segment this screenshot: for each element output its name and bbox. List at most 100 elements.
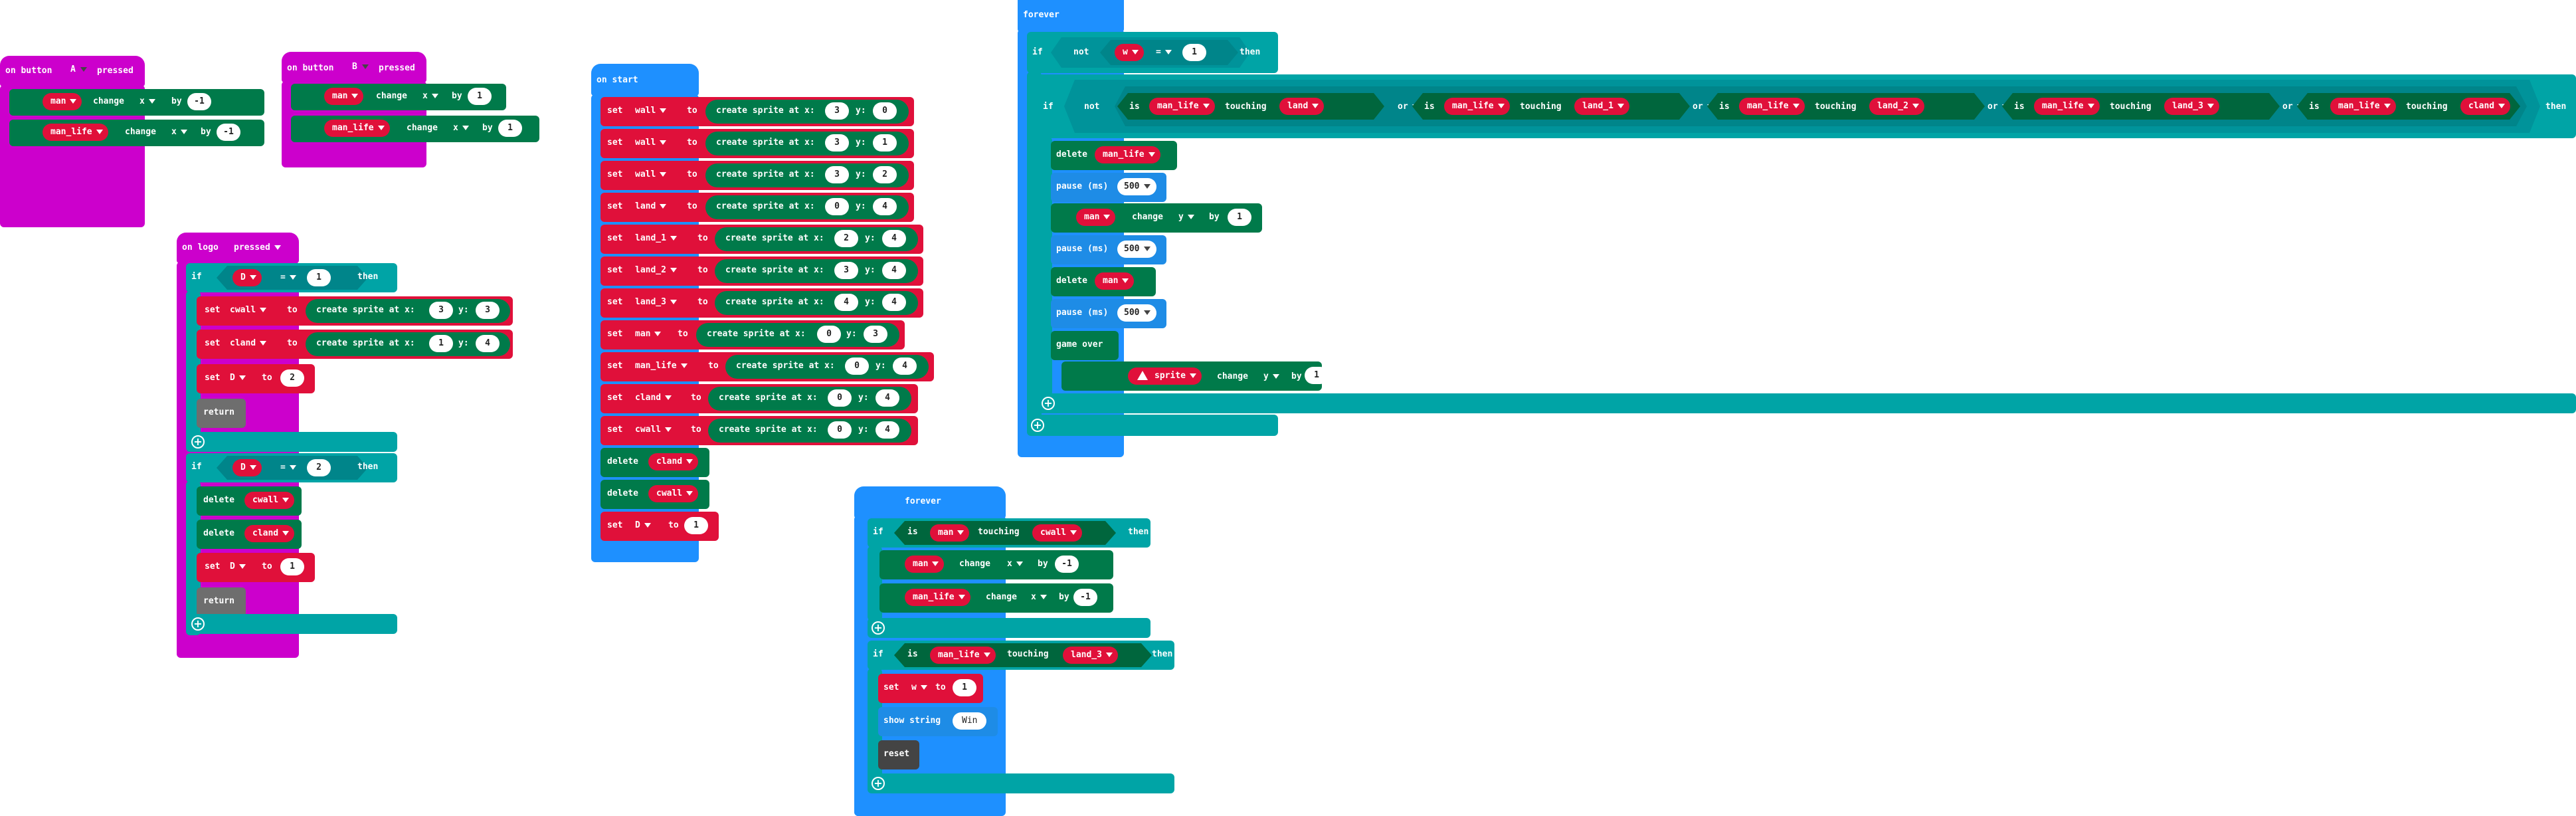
value-input[interactable]: -1 xyxy=(1073,589,1097,606)
reset-block[interactable] xyxy=(878,740,919,769)
x-input[interactable]: 0 xyxy=(828,421,852,439)
axis-dropdown[interactable]: y xyxy=(1178,210,1194,225)
operator-dropdown[interactable]: = xyxy=(280,460,296,475)
y-input[interactable]: 4 xyxy=(476,335,500,352)
button-dropdown[interactable]: A xyxy=(64,61,93,78)
add-icon[interactable]: + xyxy=(872,777,885,790)
variable-dropdown[interactable]: w xyxy=(1115,44,1144,61)
sprite-dropdown[interactable]: man_life xyxy=(905,589,970,606)
variable-dropdown[interactable]: D xyxy=(635,518,651,533)
value-input[interactable]: 1 xyxy=(684,517,708,534)
y-input[interactable]: 3 xyxy=(476,302,500,319)
event-hat[interactable] xyxy=(282,52,426,82)
game-over-block[interactable] xyxy=(1051,331,1119,360)
value-input[interactable]: -1 xyxy=(217,124,240,141)
x-input[interactable]: 3 xyxy=(825,102,849,120)
variable-dropdown[interactable]: land_1 xyxy=(635,231,677,246)
sprite-dropdown[interactable]: man xyxy=(1095,272,1135,290)
variable-dropdown[interactable]: cwall xyxy=(635,423,672,437)
x-input[interactable]: 2 xyxy=(834,230,858,247)
variable-dropdown[interactable]: wall xyxy=(635,167,666,182)
add-icon[interactable]: + xyxy=(191,435,205,449)
value-input[interactable]: 2 xyxy=(307,459,331,476)
axis-dropdown[interactable]: x xyxy=(453,121,469,136)
return-block[interactable] xyxy=(197,399,246,428)
axis-dropdown[interactable]: x xyxy=(171,125,187,140)
value-input[interactable]: 1 xyxy=(1182,44,1206,61)
y-input[interactable]: 4 xyxy=(882,230,906,247)
string-input[interactable]: Win xyxy=(953,712,987,730)
duration-dropdown[interactable]: 500 xyxy=(1117,241,1157,258)
y-input[interactable]: 4 xyxy=(882,262,906,279)
variable-dropdown[interactable]: man xyxy=(324,88,364,105)
variable-dropdown[interactable]: land xyxy=(635,199,666,214)
variable-dropdown[interactable]: land_2 xyxy=(635,263,677,278)
x-input[interactable]: 0 xyxy=(817,326,841,343)
value-input[interactable]: 1 xyxy=(468,88,492,105)
variable-dropdown[interactable]: cland xyxy=(635,391,672,405)
sprite-dropdown[interactable]: man_life xyxy=(2330,98,2396,115)
or-dropdown[interactable]: or xyxy=(1398,100,1419,114)
sprite-dropdown[interactable]: land_3 xyxy=(1063,647,1118,664)
variable-dropdown[interactable]: wall xyxy=(635,104,666,118)
value-input[interactable]: 2 xyxy=(280,369,304,387)
x-input[interactable]: 3 xyxy=(834,262,858,279)
y-input[interactable]: 3 xyxy=(864,326,887,343)
variable-dropdown[interactable]: D xyxy=(230,560,246,574)
duration-dropdown[interactable]: 500 xyxy=(1117,178,1157,195)
variable-dropdown[interactable]: man xyxy=(43,93,82,110)
variable-dropdown[interactable]: man_life xyxy=(324,120,390,137)
variable-dropdown[interactable]: cwall xyxy=(648,485,699,502)
value-input[interactable]: 1 xyxy=(307,269,331,286)
axis-dropdown[interactable]: x xyxy=(139,94,155,109)
variable-dropdown[interactable]: man_life xyxy=(43,124,108,141)
y-input[interactable]: 1 xyxy=(873,134,897,152)
x-input[interactable]: 0 xyxy=(845,357,869,375)
variable-dropdown[interactable]: cland xyxy=(244,525,295,542)
variable-dropdown[interactable]: D xyxy=(232,269,262,286)
or-dropdown[interactable]: or xyxy=(2282,100,2304,114)
value-input[interactable]: -1 xyxy=(1055,556,1079,573)
variable-dropdown[interactable]: D xyxy=(232,459,262,476)
sprite-dropdown[interactable]: land_1 xyxy=(1574,98,1629,115)
add-icon[interactable]: + xyxy=(1042,397,1055,410)
variable-dropdown[interactable]: cland xyxy=(648,453,699,470)
sprite-dropdown[interactable]: man_life xyxy=(1444,98,1510,115)
sprite-dropdown[interactable]: man_life xyxy=(930,647,996,664)
sprite-dropdown[interactable]: man xyxy=(905,556,945,573)
variable-dropdown[interactable]: man xyxy=(635,327,661,342)
operator-dropdown[interactable]: = xyxy=(1156,45,1172,60)
forever-hat[interactable] xyxy=(854,486,1006,518)
x-input[interactable]: 0 xyxy=(828,389,852,407)
add-icon[interactable]: + xyxy=(1031,419,1044,432)
axis-dropdown[interactable]: y xyxy=(1263,369,1279,384)
sprite-dropdown[interactable]: man_life xyxy=(1149,98,1215,115)
y-input[interactable]: 2 xyxy=(873,166,897,183)
value-input[interactable]: 1 xyxy=(498,120,522,137)
sprite-dropdown[interactable]: man xyxy=(930,524,970,542)
or-dropdown[interactable]: or xyxy=(1693,100,1714,114)
x-input[interactable]: 3 xyxy=(825,134,849,152)
y-input[interactable]: 4 xyxy=(875,389,899,407)
sprite-dropdown[interactable]: land_2 xyxy=(1869,98,1924,115)
value-input[interactable]: 1 xyxy=(280,558,304,575)
variable-dropdown[interactable]: cwall xyxy=(244,492,295,509)
sprite-dropdown[interactable]: man xyxy=(1076,209,1116,226)
sprite-dropdown[interactable]: cland xyxy=(2460,98,2511,115)
sprite-dropdown[interactable]: land_3 xyxy=(2164,98,2219,115)
value-input[interactable]: -1 xyxy=(187,93,211,110)
y-input[interactable]: 4 xyxy=(882,294,906,311)
forever-hat[interactable] xyxy=(1018,0,1124,32)
sprite-dropdown[interactable]: man_life xyxy=(1739,98,1805,115)
axis-dropdown[interactable]: x xyxy=(1007,557,1023,571)
x-input[interactable]: 4 xyxy=(834,294,858,311)
value-input[interactable]: 1 xyxy=(953,679,976,696)
duration-dropdown[interactable]: 500 xyxy=(1117,304,1157,322)
x-input[interactable]: 3 xyxy=(825,166,849,183)
value-input[interactable]: 1 xyxy=(1228,209,1251,226)
variable-dropdown[interactable]: cwall xyxy=(230,303,266,318)
y-input[interactable]: 4 xyxy=(893,357,917,375)
sprite-dropdown[interactable]: land xyxy=(1279,98,1325,115)
event-hat[interactable] xyxy=(0,56,145,86)
x-input[interactable]: 1 xyxy=(429,335,453,352)
